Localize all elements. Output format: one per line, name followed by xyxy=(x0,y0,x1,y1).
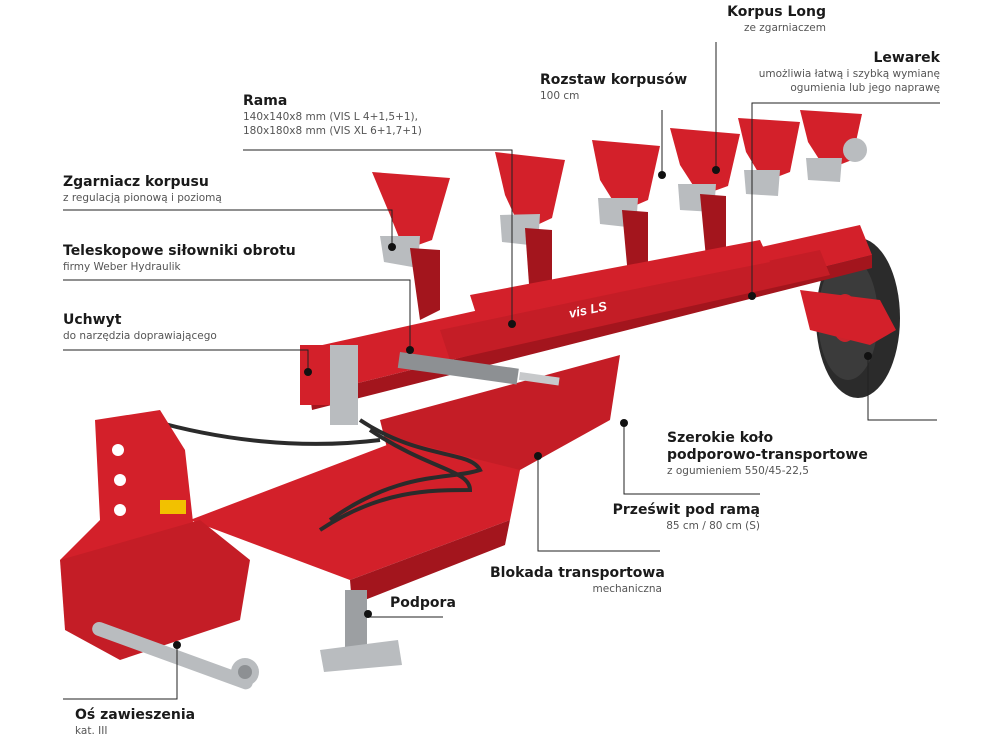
callout-korpus-long: Korpus Long ze zgarniaczem xyxy=(700,4,826,35)
callout-subtitle: 140x140x8 mm (VIS L 4+1,5+1), xyxy=(243,111,418,123)
callout-title: Teleskopowe siłowniki obrotu xyxy=(63,243,296,259)
callout-blokada: Blokada transportowa mechaniczna xyxy=(490,565,665,596)
callout-subtitle: mechaniczna xyxy=(592,583,663,595)
callout-podpora: Podpora xyxy=(390,595,456,612)
callout-lines xyxy=(63,42,940,700)
callout-uchwyt: Uchwyt do narzędzia doprawiającego xyxy=(63,312,217,343)
callout-title: Zgarniacz korpusu xyxy=(63,174,209,190)
callout-title: Lewarek xyxy=(873,50,940,66)
callout-subtitle: umożliwia łatwą i szybką wymianę xyxy=(758,68,940,80)
callout-kolo: Szerokie koło podporowo-transportowe z o… xyxy=(667,430,868,478)
callout-subtitle-2: ogumienia lub jego naprawę xyxy=(790,82,940,94)
callout-title: Rozstaw korpusów xyxy=(540,72,688,88)
callout-dots xyxy=(173,166,872,649)
callout-title: Prześwit pod ramą xyxy=(612,502,760,518)
callout-subtitle-2: 180x180x8 mm (VIS XL 6+1,7+1) xyxy=(243,125,422,137)
callout-silowniki: Teleskopowe siłowniki obrotu firmy Weber… xyxy=(63,243,296,274)
callout-title: Szerokie koło xyxy=(667,430,774,446)
callout-subtitle: z regulacją pionową i poziomą xyxy=(63,192,222,204)
callout-title: Oś zawieszenia xyxy=(75,707,196,723)
callout-subtitle: z ogumieniem 550/45-22,5 xyxy=(667,465,809,477)
plough-frame xyxy=(190,225,896,605)
callout-title: Blokada transportowa xyxy=(490,565,665,581)
callout-os: Oś zawieszenia kat. III xyxy=(75,707,195,738)
callout-title: Podpora xyxy=(390,595,456,611)
callout-zgarniacz: Zgarniacz korpusu z regulacją pionową i … xyxy=(63,174,222,205)
callout-subtitle: do narzędzia doprawiającego xyxy=(63,330,217,342)
callout-rozstaw: Rozstaw korpusów 100 cm xyxy=(540,72,687,103)
callout-przeswit: Prześwit pod ramą 85 cm / 80 cm (S) xyxy=(600,502,760,533)
headstock xyxy=(60,410,259,690)
callout-lewarek: Lewarek umożliwia łatwą i szybką wymianę… xyxy=(735,50,940,95)
support-stand xyxy=(320,590,402,672)
hydraulic-cylinders xyxy=(149,351,560,532)
callout-rama: Rama 140x140x8 mm (VIS L 4+1,5+1), 180x1… xyxy=(243,93,422,138)
callout-title: Uchwyt xyxy=(63,312,122,328)
callout-title: Korpus Long xyxy=(727,4,826,20)
callout-subtitle: 85 cm / 80 cm (S) xyxy=(666,520,760,532)
callout-subtitle: firmy Weber Hydraulik xyxy=(63,261,181,273)
callout-subtitle: 100 cm xyxy=(540,90,580,102)
callout-subtitle: kat. III xyxy=(75,725,108,737)
callout-subtitle: ze zgarniaczem xyxy=(743,22,826,34)
callout-title-2: podporowo-transportowe xyxy=(667,447,868,463)
callout-title: Rama xyxy=(243,93,288,109)
